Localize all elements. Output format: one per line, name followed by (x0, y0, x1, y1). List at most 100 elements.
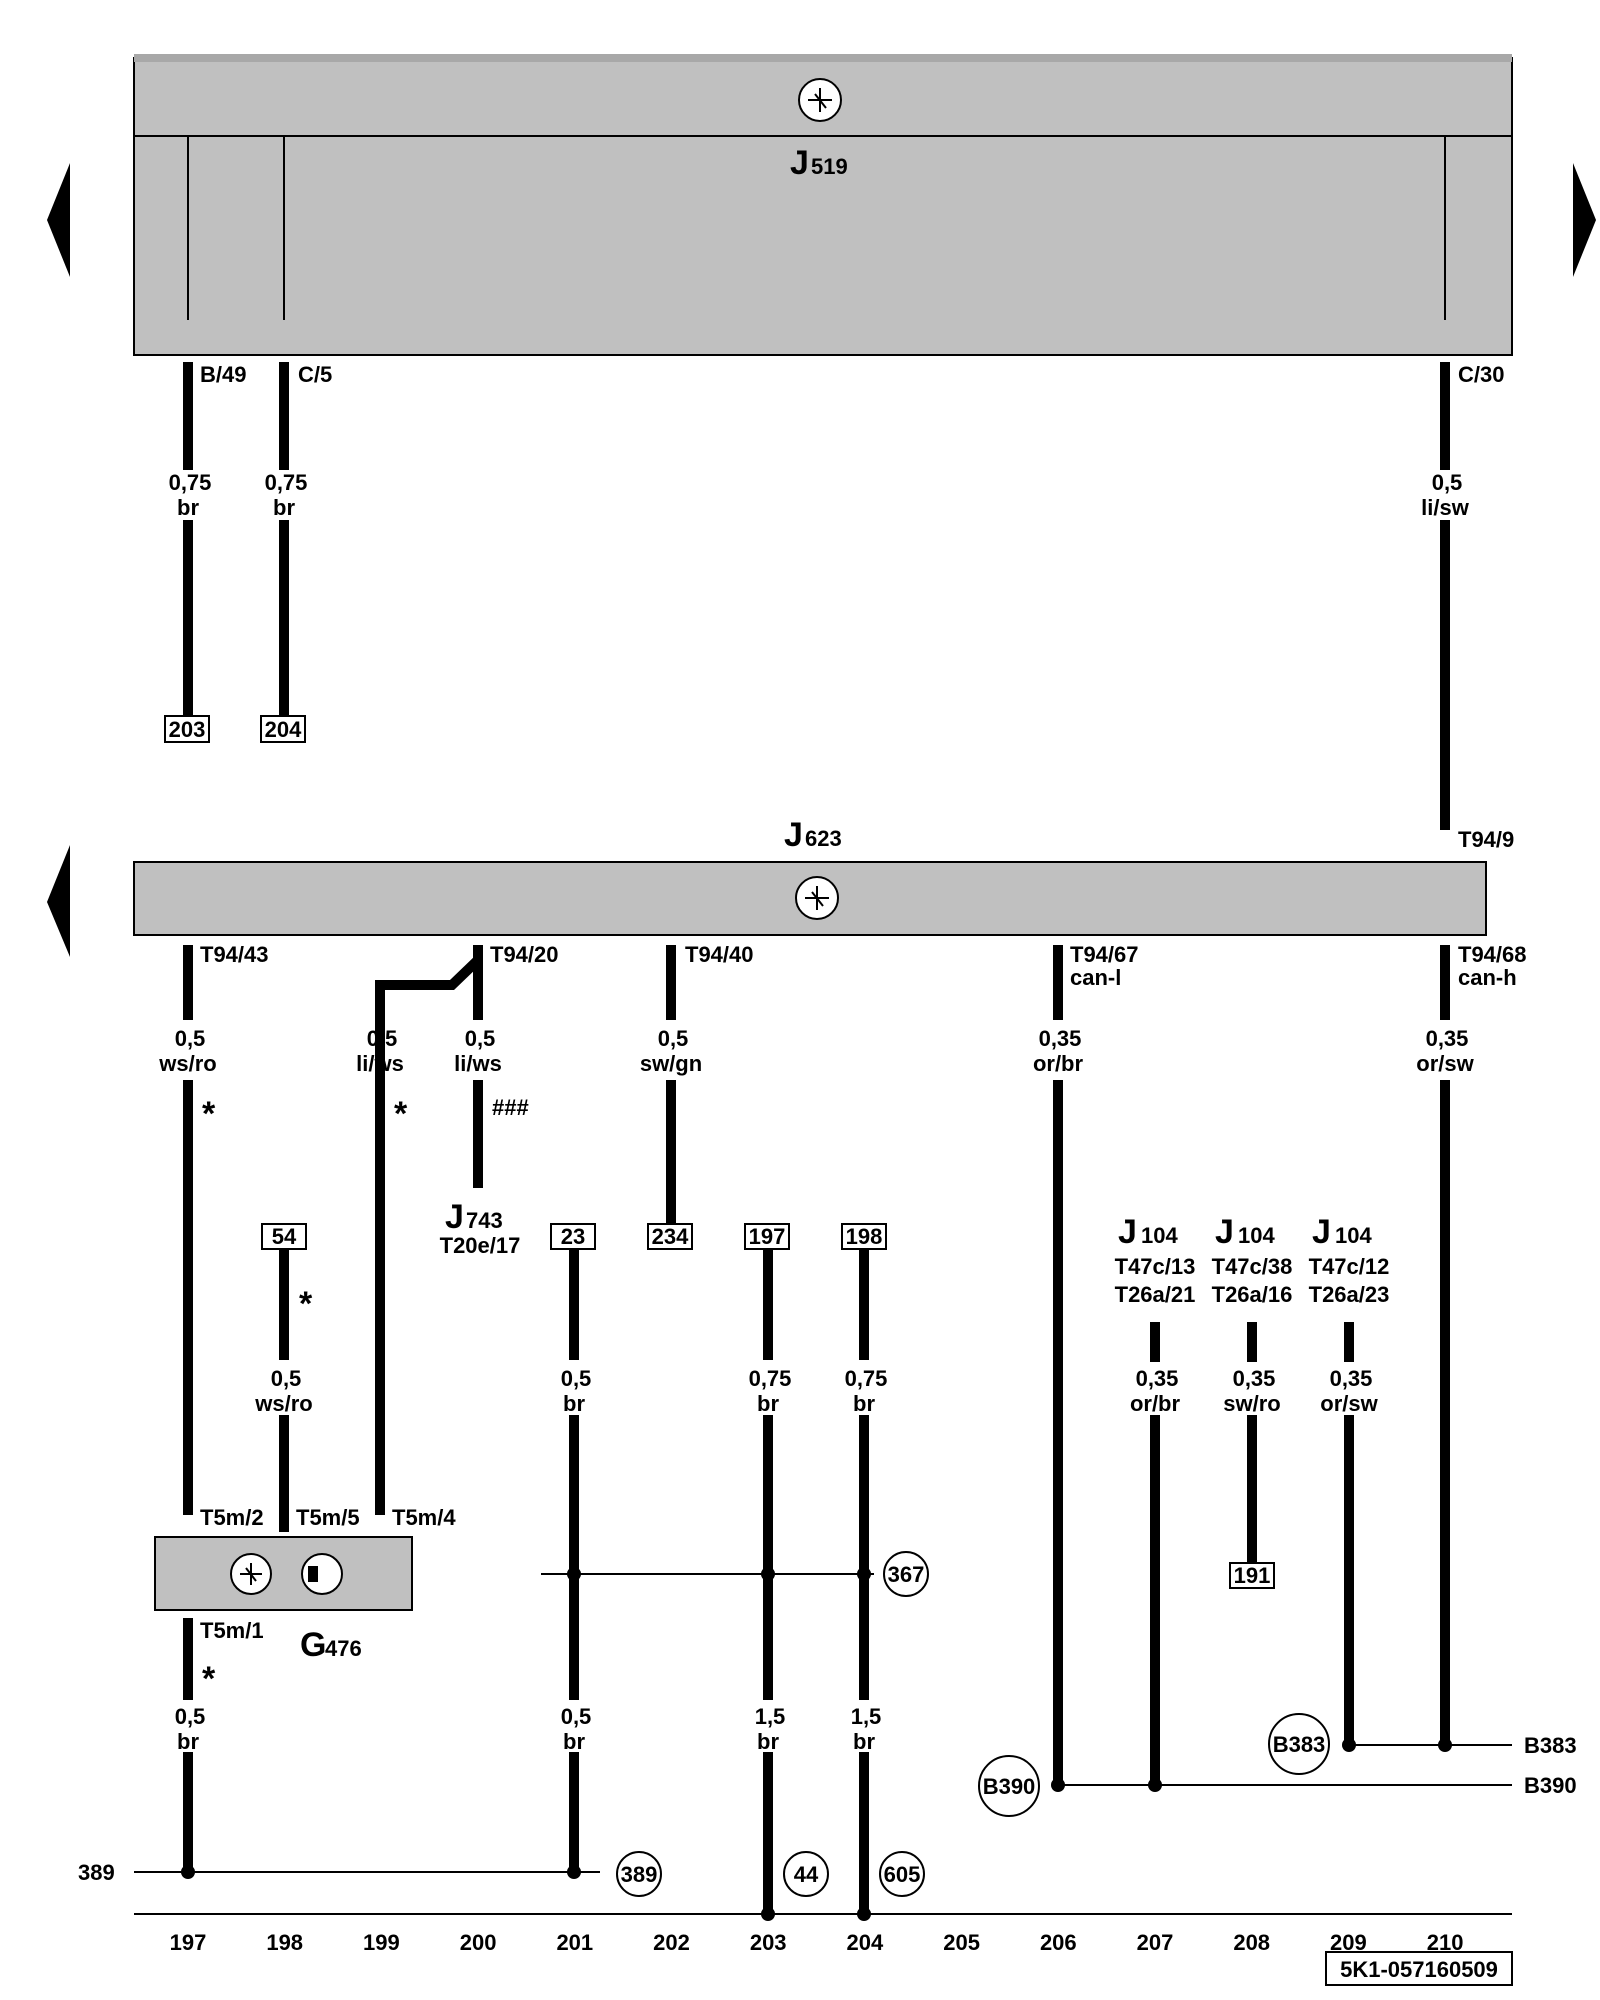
track-number: 201 (556, 1930, 593, 1955)
note-star: * (299, 1285, 313, 1323)
pin-t94-9: T94/9 (1458, 827, 1514, 852)
j743-label: J (445, 1198, 464, 1236)
ref-54: 54 (272, 1224, 297, 1249)
wire-size: 0,35 (1136, 1366, 1179, 1391)
wire-color: sw/gn (640, 1051, 702, 1076)
wire-color: br (273, 495, 295, 520)
j104-a-pin1: T47c/13 (1115, 1254, 1196, 1279)
j104-b-sub: 104 (1238, 1223, 1275, 1248)
wire-color: br (177, 1729, 199, 1754)
j623-label: J (784, 816, 803, 854)
wire-size: 1,5 (851, 1704, 882, 1729)
wire-color: li/sw (1421, 495, 1470, 520)
wire-size: 0,5 (658, 1026, 689, 1051)
wire-size: 0,5 (465, 1026, 496, 1051)
ref-234: 234 (652, 1224, 689, 1249)
track-number: 207 (1137, 1930, 1174, 1955)
circle-ref-389: 389 (621, 1862, 658, 1887)
wire-size: 0,5 (175, 1704, 206, 1729)
wire-color: or/sw (1416, 1051, 1474, 1076)
circle-ref-b390: B390 (983, 1774, 1036, 1799)
j104-c-sub: 104 (1335, 1223, 1372, 1248)
wire-size: 0,5 (367, 1026, 398, 1051)
wire-size: 0,5 (175, 1026, 206, 1051)
wire-color: or/br (1033, 1051, 1084, 1076)
doc-code: 5K1-057160509 (1340, 1957, 1498, 1982)
pin-can-l: can-l (1070, 965, 1121, 990)
wire-color: ws/ro (158, 1051, 216, 1076)
wire-color: or/sw (1320, 1391, 1378, 1416)
lamp-icon (301, 1553, 343, 1595)
track-number: 198 (266, 1930, 303, 1955)
wire-size: 0,75 (265, 470, 308, 495)
wire-color: ws/ro (254, 1391, 312, 1416)
j743-pin: T20e/17 (440, 1233, 521, 1258)
note-hash: ### (492, 1095, 529, 1120)
wire-size: 0,35 (1330, 1366, 1373, 1391)
track-number: 210 (1427, 1930, 1464, 1955)
j104-c-pin2: T26a/23 (1309, 1282, 1390, 1307)
j104-b-label: J (1215, 1213, 1234, 1251)
wire-color: br (757, 1391, 779, 1416)
control-unit-icon (795, 876, 839, 920)
track-number: 209 (1330, 1930, 1367, 1955)
note-star: * (394, 1095, 408, 1133)
j519-sub: 519 (811, 154, 848, 179)
module-j623 (133, 861, 1487, 936)
j104-a-label: J (1118, 1213, 1137, 1251)
wire-color: br (563, 1729, 585, 1754)
j519-label: J (790, 144, 809, 182)
j743-sub: 743 (466, 1208, 503, 1233)
ref-204: 204 (265, 717, 302, 742)
bus-label-b383: B383 (1524, 1733, 1577, 1758)
j104-a-sub: 104 (1141, 1223, 1178, 1248)
wire-color: sw/ro (1223, 1391, 1280, 1416)
pin-t5m2: T5m/2 (200, 1505, 264, 1530)
wire-color: li/ws (454, 1051, 502, 1076)
track-number: 197 (170, 1930, 207, 1955)
pin-t5m4: T5m/4 (392, 1505, 456, 1530)
g476-label: G (300, 1626, 326, 1664)
wire-color: br (757, 1729, 779, 1754)
track-number: 204 (847, 1930, 884, 1955)
circle-ref-44: 44 (794, 1862, 819, 1887)
j104-b-pin1: T47c/38 (1212, 1254, 1293, 1279)
note-star: * (202, 1095, 216, 1133)
ref-23: 23 (561, 1224, 585, 1249)
pin-t94-67: T94/67 (1070, 942, 1139, 967)
ref-203: 203 (169, 717, 206, 742)
pin-t94-43: T94/43 (200, 942, 269, 967)
wire-size: 0,35 (1039, 1026, 1082, 1051)
track-number: 199 (363, 1930, 400, 1955)
track-number: 202 (653, 1930, 690, 1955)
ref-198: 198 (846, 1224, 883, 1249)
wire-size: 0,75 (845, 1366, 888, 1391)
wire-size: 0,5 (271, 1366, 302, 1391)
prev-page-arrow-icon-2[interactable] (47, 845, 70, 957)
next-page-arrow-icon[interactable] (1573, 163, 1596, 277)
track-number: 205 (943, 1930, 980, 1955)
wire-size: 0,5 (1432, 470, 1463, 495)
j104-c-label: J (1312, 1213, 1331, 1251)
wire-size: 0,5 (561, 1704, 592, 1729)
pin-t94-40: T94/40 (685, 942, 754, 967)
pin-c5: C/5 (298, 362, 332, 387)
wire-size: 1,5 (755, 1704, 786, 1729)
pin-t5m1: T5m/1 (200, 1618, 264, 1643)
ref-191: 191 (1234, 1563, 1271, 1588)
sensor-icon (230, 1553, 272, 1595)
j104-a-pin2: T26a/21 (1115, 1282, 1196, 1307)
prev-page-arrow-icon[interactable] (47, 163, 70, 277)
control-unit-icon (798, 78, 842, 122)
wire-size: 0,75 (749, 1366, 792, 1391)
pin-c30: C/30 (1458, 362, 1504, 387)
track-number: 200 (460, 1930, 497, 1955)
track-number: 203 (750, 1930, 787, 1955)
wire-size: 0,5 (561, 1366, 592, 1391)
pin-t5m5: T5m/5 (296, 1505, 360, 1530)
wire-color: br (853, 1391, 875, 1416)
module-g476 (154, 1536, 413, 1611)
